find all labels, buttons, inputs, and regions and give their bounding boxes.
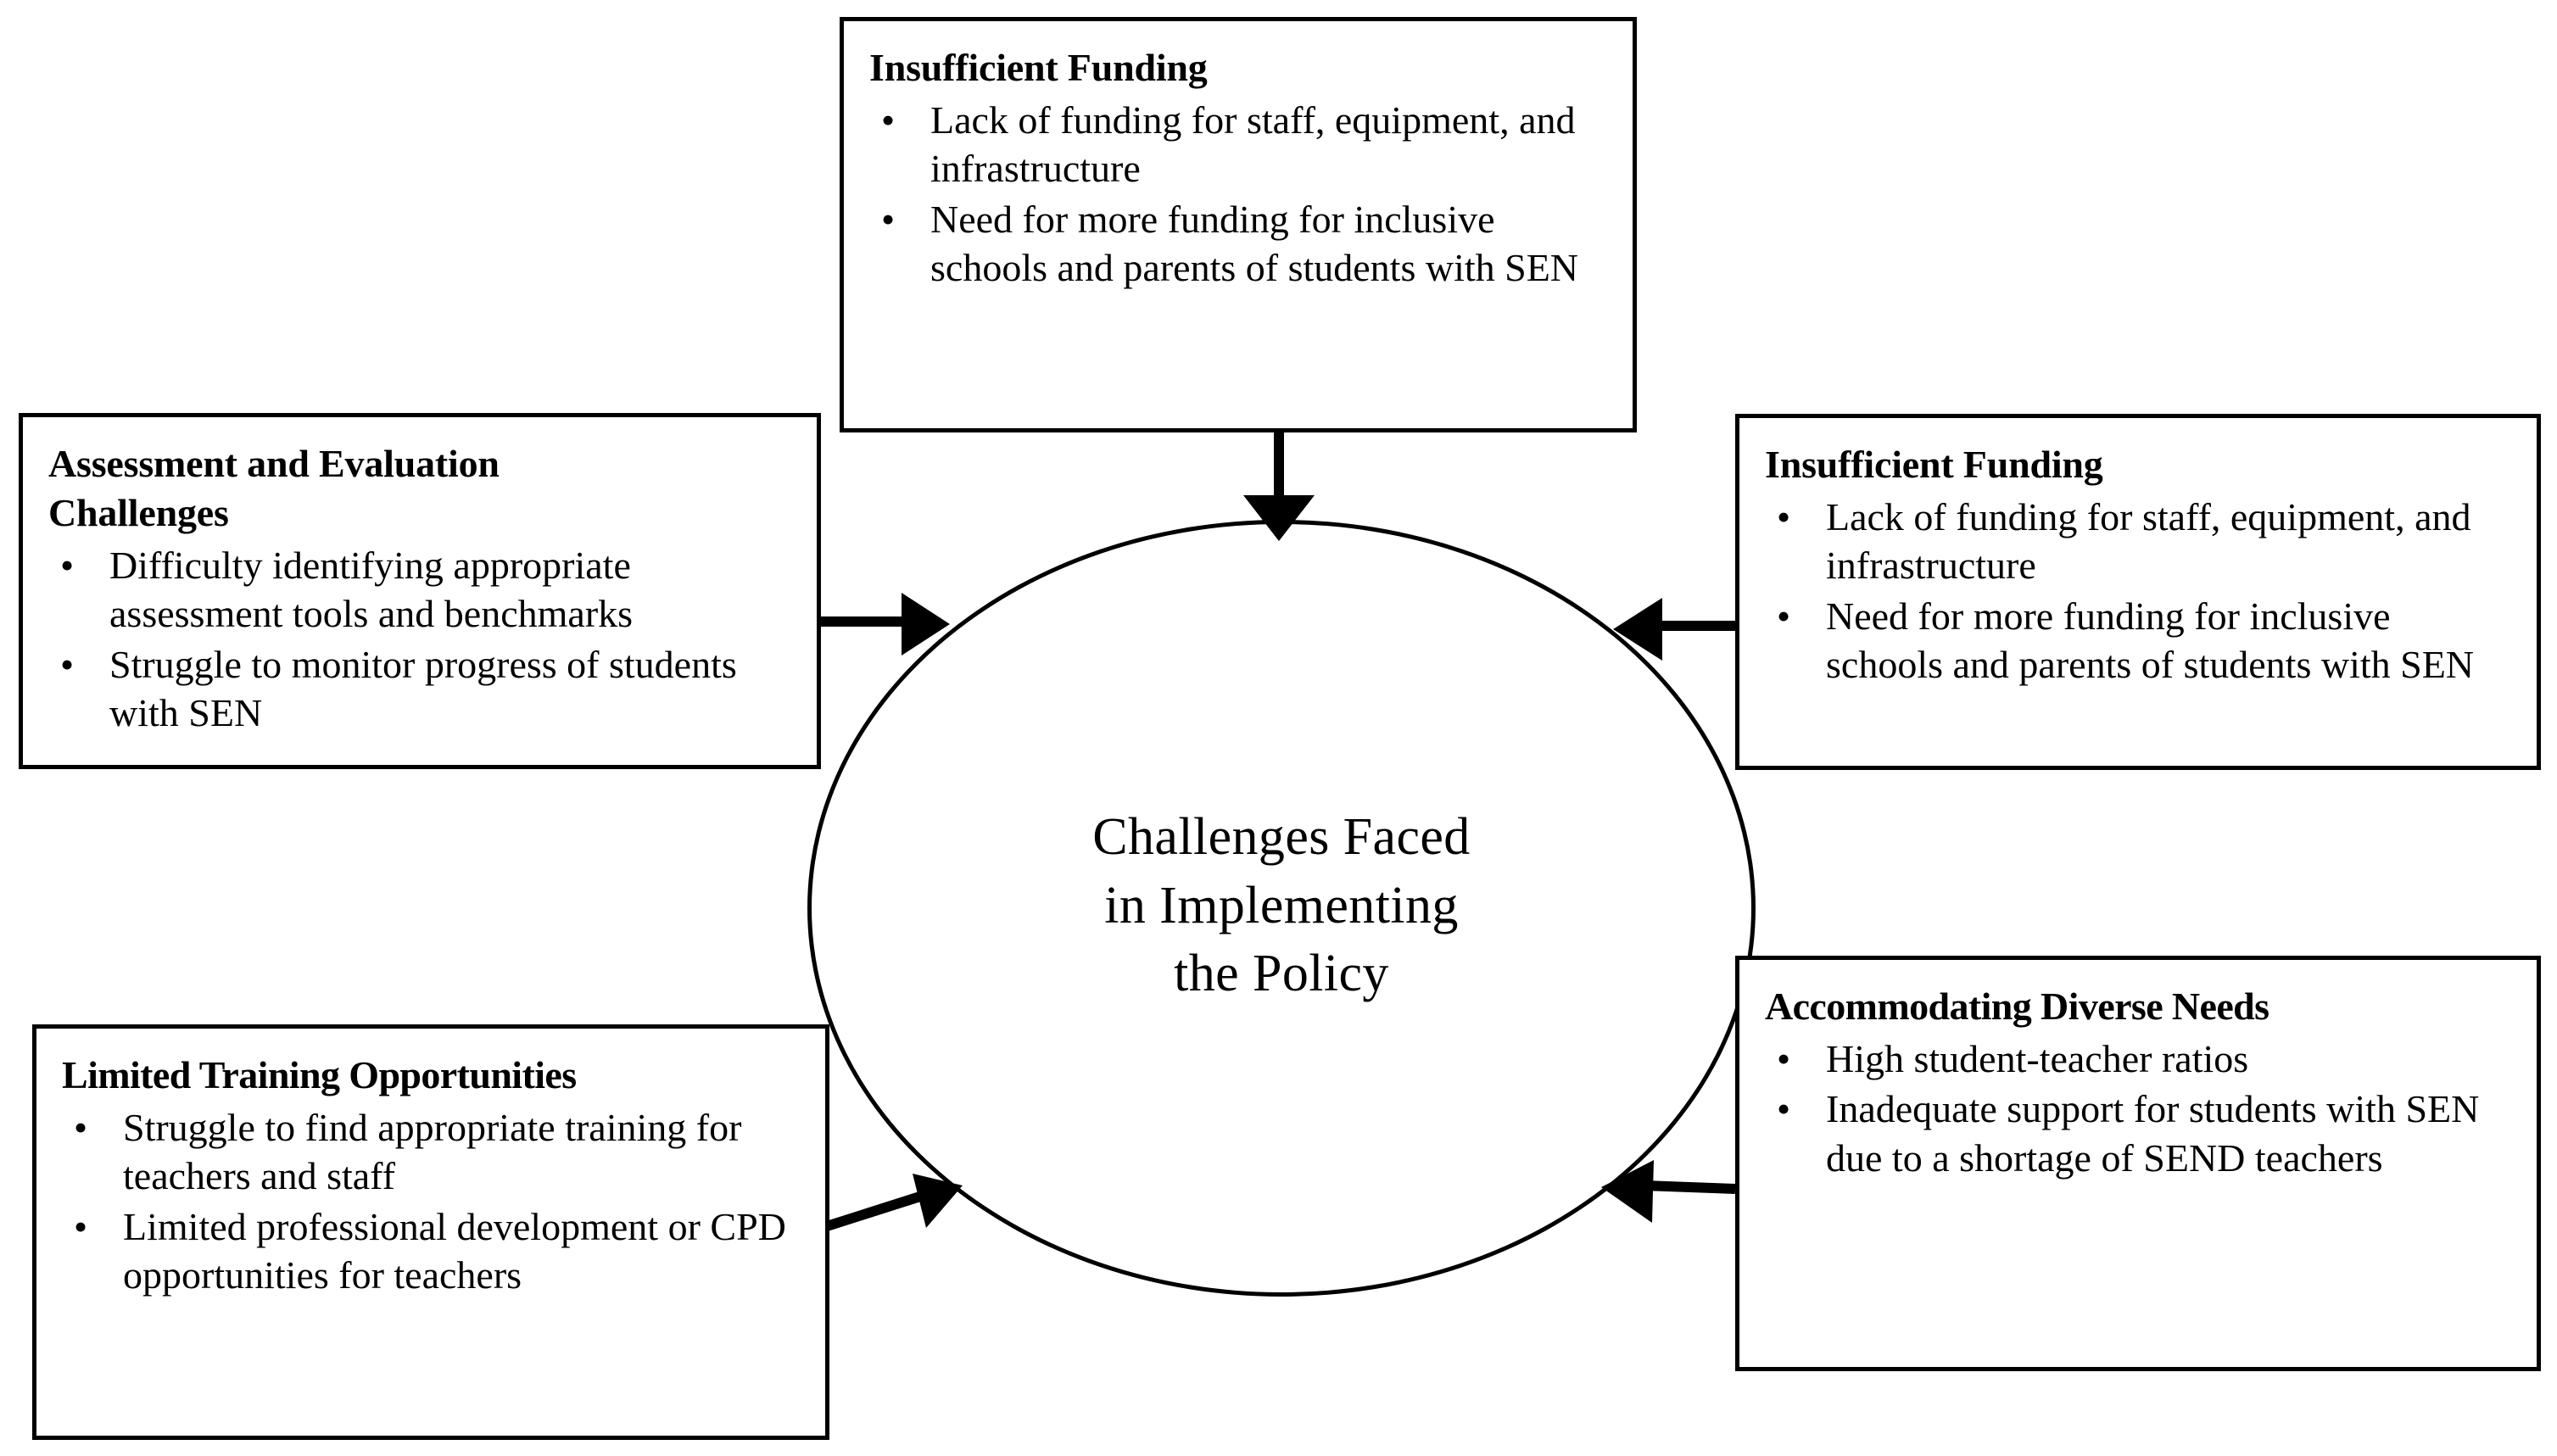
node-bullet-list: • Lack of funding for staff, equipment, … (1765, 493, 2515, 689)
bullet-item: • Need for more funding for inclusive sc… (869, 195, 1611, 293)
bullet-glyph-icon: • (74, 1204, 88, 1248)
center-node-label: Challenges Faced in Implementing the Pol… (1092, 808, 1471, 1003)
bullet-item: • Lack of funding for staff, equipment, … (869, 96, 1611, 193)
bullet-text: Lack of funding for staff, equipment, an… (930, 98, 1576, 191)
center-node-ellipse: Challenges Faced in Implementing the Pol… (807, 520, 1756, 1297)
bullet-text: Struggle to monitor progress of students… (109, 642, 737, 735)
node-bullet-list: • Difficulty identifying appropriate ass… (48, 541, 795, 738)
node-title: Insufficient Funding (869, 46, 1208, 89)
bullet-text: Inadequate support for students with SEN… (1826, 1087, 2480, 1180)
bullet-text: Struggle to find appropriate training fo… (123, 1105, 742, 1198)
bullet-item: • Lack of funding for staff, equipment, … (1765, 493, 2515, 590)
node-bullet-list: • Lack of funding for staff, equipment, … (869, 96, 1611, 293)
node-box-insufficient-funding-right[interactable]: Insufficient Funding • Lack of funding f… (1735, 414, 2541, 770)
bullet-glyph-icon: • (60, 543, 75, 587)
node-box-limited-training-opportunities[interactable]: Limited Training Opportunities • Struggl… (32, 1024, 829, 1440)
bullet-text: Need for more funding for inclusive scho… (1826, 594, 2475, 687)
bullet-item: • Inadequate support for students with S… (1765, 1085, 2515, 1182)
bullet-item: • Limited professional development or CP… (62, 1202, 803, 1300)
bullet-glyph-icon: • (1777, 594, 1791, 638)
arrow-left-lower-to-center (825, 1174, 963, 1231)
node-title: Limited Training Opportunities (62, 1053, 577, 1096)
bullet-text: Need for more funding for inclusive scho… (930, 197, 1579, 290)
bullet-item: • Struggle to monitor progress of studen… (48, 640, 795, 738)
bullet-item: • High student-teacher ratios (1765, 1035, 2515, 1084)
bullet-glyph-icon: • (74, 1105, 88, 1149)
bullet-item: • Need for more funding for inclusive sc… (1765, 592, 2515, 689)
node-title: Assessment and Evaluation Challenges (48, 442, 500, 534)
bullet-text: Lack of funding for staff, equipment, an… (1826, 494, 2471, 588)
bullet-text: Difficulty identifying appropriate asses… (109, 543, 634, 636)
bullet-glyph-icon: • (881, 98, 896, 142)
node-title: Accommodating Diverse Needs (1765, 985, 2269, 1028)
node-box-assessment-and-evaluation-challenges[interactable]: Assessment and Evaluation Challenges • D… (19, 413, 821, 769)
bullet-glyph-icon: • (1777, 1036, 1791, 1080)
node-bullet-list: • Struggle to find appropriate training … (62, 1103, 803, 1300)
node-box-accommodating-diverse-needs[interactable]: Accommodating Diverse Needs • High stude… (1735, 956, 2541, 1371)
bullet-item: • Struggle to find appropriate training … (62, 1103, 803, 1201)
node-bullet-list: • High student-teacher ratios • Inadequa… (1765, 1035, 2515, 1183)
node-box-insufficient-funding-top[interactable]: Insufficient Funding • Lack of funding f… (840, 17, 1637, 432)
bullet-item: • Difficulty identifying appropriate ass… (48, 541, 795, 639)
bullet-text: Limited professional development or CPD … (123, 1204, 786, 1297)
bullet-glyph-icon: • (1777, 1087, 1791, 1131)
node-title: Insufficient Funding (1765, 443, 2103, 486)
bullet-glyph-icon: • (881, 197, 896, 241)
bullet-glyph-icon: • (60, 642, 75, 686)
bullet-text: High student-teacher ratios (1826, 1036, 2249, 1080)
bullet-glyph-icon: • (1777, 494, 1791, 538)
